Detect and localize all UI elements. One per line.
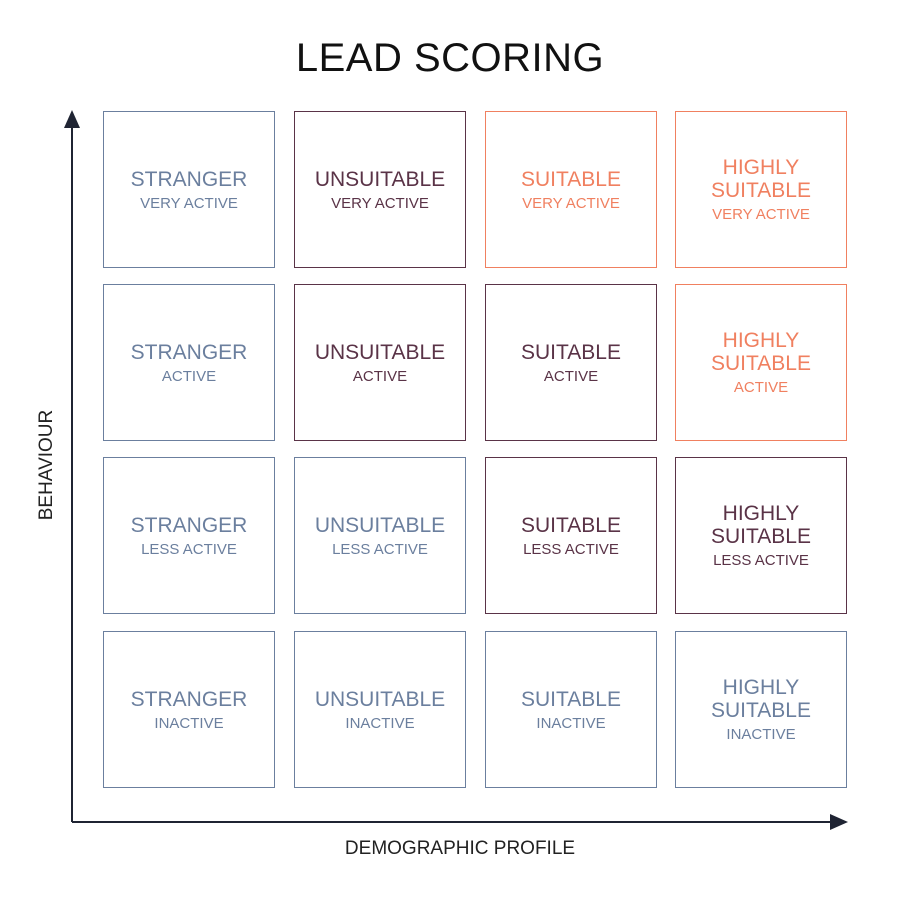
cell-suitable-active: SUITABLE ACTIVE	[485, 284, 657, 441]
cell-main-label: SUITABLE	[521, 687, 621, 711]
cell-sub-label: ACTIVE	[161, 367, 217, 385]
diagram-title: LEAD SCORING	[295, 36, 605, 80]
cell-main-label: HIGHLY SUITABLE	[711, 676, 811, 722]
cell-sub-label: VERY ACTIVE	[331, 194, 429, 212]
x-axis-arrow-icon	[830, 814, 848, 830]
cell-sub-label: INACTIVE	[726, 726, 796, 743]
cell-sub-label: INACTIVE	[536, 714, 606, 732]
cell-sub-label: LESS ACTIVE	[141, 540, 237, 558]
cell-highly-suitable-inactive: HIGHLY SUITABLE INACTIVE	[675, 631, 847, 788]
cell-highly-suitable-less-active: HIGHLY SUITABLE LESS ACTIVE	[675, 457, 847, 614]
cell-main-label: SUITABLE	[521, 167, 621, 191]
cell-main-label: HIGHLY SUITABLE	[711, 329, 811, 375]
cell-sub-label: INACTIVE	[345, 714, 415, 732]
cell-sub-label: INACTIVE	[154, 714, 224, 732]
cell-main-label: SUITABLE	[521, 513, 621, 537]
cell-sub-label: LESS ACTIVE	[523, 540, 619, 558]
cell-unsuitable-inactive: UNSUITABLE INACTIVE	[294, 631, 466, 788]
x-axis-label: DEMOGRAPHIC PROFILE	[344, 838, 576, 859]
cell-main-label: STRANGER	[130, 513, 248, 537]
y-axis-arrow-icon	[64, 110, 80, 128]
y-axis-label: BEHAVIOUR	[36, 409, 57, 521]
cell-main-label: UNSUITABLE	[314, 513, 446, 537]
cell-sub-label: VERY ACTIVE	[140, 194, 238, 212]
cell-suitable-less-active: SUITABLE LESS ACTIVE	[485, 457, 657, 614]
cell-sub-label: LESS ACTIVE	[332, 540, 428, 558]
cell-main-label: HIGHLY SUITABLE	[711, 502, 811, 548]
cell-main-label: UNSUITABLE	[314, 167, 446, 191]
cell-highly-suitable-very-active: HIGHLY SUITABLE VERY ACTIVE	[675, 111, 847, 268]
cell-main-label: STRANGER	[130, 687, 248, 711]
cell-sub-label: ACTIVE	[733, 379, 789, 396]
cell-unsuitable-less-active: UNSUITABLE LESS ACTIVE	[294, 457, 466, 614]
cell-main-label: SUITABLE	[521, 340, 621, 364]
cell-main-label: HIGHLY SUITABLE	[711, 156, 811, 202]
cell-stranger-inactive: STRANGER INACTIVE	[103, 631, 275, 788]
cell-sub-label: ACTIVE	[352, 367, 408, 385]
cell-suitable-very-active: SUITABLE VERY ACTIVE	[485, 111, 657, 268]
cell-main-label: UNSUITABLE	[314, 340, 446, 364]
cell-sub-label: VERY ACTIVE	[522, 194, 620, 212]
cell-stranger-very-active: STRANGER VERY ACTIVE	[103, 111, 275, 268]
cell-unsuitable-active: UNSUITABLE ACTIVE	[294, 284, 466, 441]
cell-main-label: STRANGER	[130, 167, 248, 191]
cell-unsuitable-very-active: UNSUITABLE VERY ACTIVE	[294, 111, 466, 268]
cell-main-label: STRANGER	[130, 340, 248, 364]
cell-sub-label: ACTIVE	[543, 367, 599, 385]
cell-highly-suitable-active: HIGHLY SUITABLE ACTIVE	[675, 284, 847, 441]
cell-sub-label: VERY ACTIVE	[712, 206, 810, 223]
cell-suitable-inactive: SUITABLE INACTIVE	[485, 631, 657, 788]
cell-sub-label: LESS ACTIVE	[713, 552, 809, 569]
cell-main-label: UNSUITABLE	[314, 687, 446, 711]
cell-stranger-less-active: STRANGER LESS ACTIVE	[103, 457, 275, 614]
cell-stranger-active: STRANGER ACTIVE	[103, 284, 275, 441]
